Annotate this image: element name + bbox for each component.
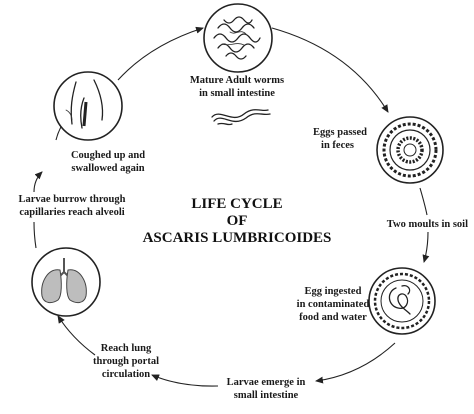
arrow-adult-to-eggs xyxy=(271,27,389,113)
egg-ingested-line-2: in contaminated xyxy=(297,299,370,310)
larva-egg-icon xyxy=(368,267,436,335)
throat-icon xyxy=(53,71,123,141)
stage-label-coughed: Coughed up and swallowed again xyxy=(71,150,145,174)
cycle-arrows xyxy=(33,26,430,387)
stage-label-adult-worms: Mature Adult worms in small intestine xyxy=(190,75,284,99)
arrow-lung-to-lungs-icon xyxy=(57,315,96,356)
adult-worms-line-2: in small intestine xyxy=(199,88,275,99)
larvae-burrow-line-1: Larvae burrow through xyxy=(19,194,126,205)
egg-ingested-line-3: food and water xyxy=(299,312,367,323)
arrow-lungs-to-burrow xyxy=(33,221,37,249)
adult-worm-icon xyxy=(211,109,271,126)
title-line-1: LIFE CYCLE xyxy=(191,196,282,212)
stage-label-larvae-emerge: Larvae emerge in small intestine xyxy=(227,377,306,401)
arrow-eggs-to-moults xyxy=(419,187,428,216)
arrow-ingested-to-larvae xyxy=(315,342,396,384)
coughed-line-1: Coughed up and xyxy=(71,150,145,161)
lungs-icon xyxy=(31,247,101,317)
eggs-feces-line-1: Eggs passed xyxy=(313,127,367,138)
diagram-title: LIFE CYCLE OF ASCARIS LUMBRICOIDES xyxy=(143,196,332,246)
reach-lung-line-3: circulation xyxy=(102,369,150,380)
coughed-line-2: swallowed again xyxy=(71,163,144,174)
title-line-2: OF xyxy=(227,213,248,229)
stage-label-egg-ingested: Egg ingested in contaminated food and wa… xyxy=(297,286,370,323)
stage-label-larvae-burrow: Larvae burrow through capillaries reach … xyxy=(19,194,126,218)
reach-lung-line-1: Reach lung xyxy=(101,343,152,354)
title-line-3: ASCARIS LUMBRICOIDES xyxy=(143,230,332,246)
stage-label-moults: Two moults in soil xyxy=(387,219,468,230)
egg-icon xyxy=(376,116,444,184)
arrow-burrow-to-coughed xyxy=(33,171,43,193)
stage-label-reach-lung: Reach lung through portal circulation xyxy=(93,343,159,380)
eggs-feces-line-2: in feces xyxy=(321,140,354,151)
reach-lung-line-2: through portal xyxy=(93,356,159,367)
moults-line-1: Two moults in soil xyxy=(387,219,468,230)
stage-label-eggs-feces: Eggs passed in feces xyxy=(313,127,367,151)
adult-worms-line-1: Mature Adult worms xyxy=(190,75,284,86)
egg-ingested-line-1: Egg ingested xyxy=(305,286,362,297)
larvae-burrow-line-2: capillaries reach alveoli xyxy=(19,207,124,218)
larvae-emerge-line-1: Larvae emerge in xyxy=(227,377,306,388)
coiled-worms-icon xyxy=(203,3,273,73)
larvae-emerge-line-2: small intestine xyxy=(234,390,299,401)
arrow-larvae-to-lung xyxy=(151,374,219,387)
arrow-throat-to-adult xyxy=(117,26,204,81)
arrow-moults-to-ingested xyxy=(422,231,430,263)
